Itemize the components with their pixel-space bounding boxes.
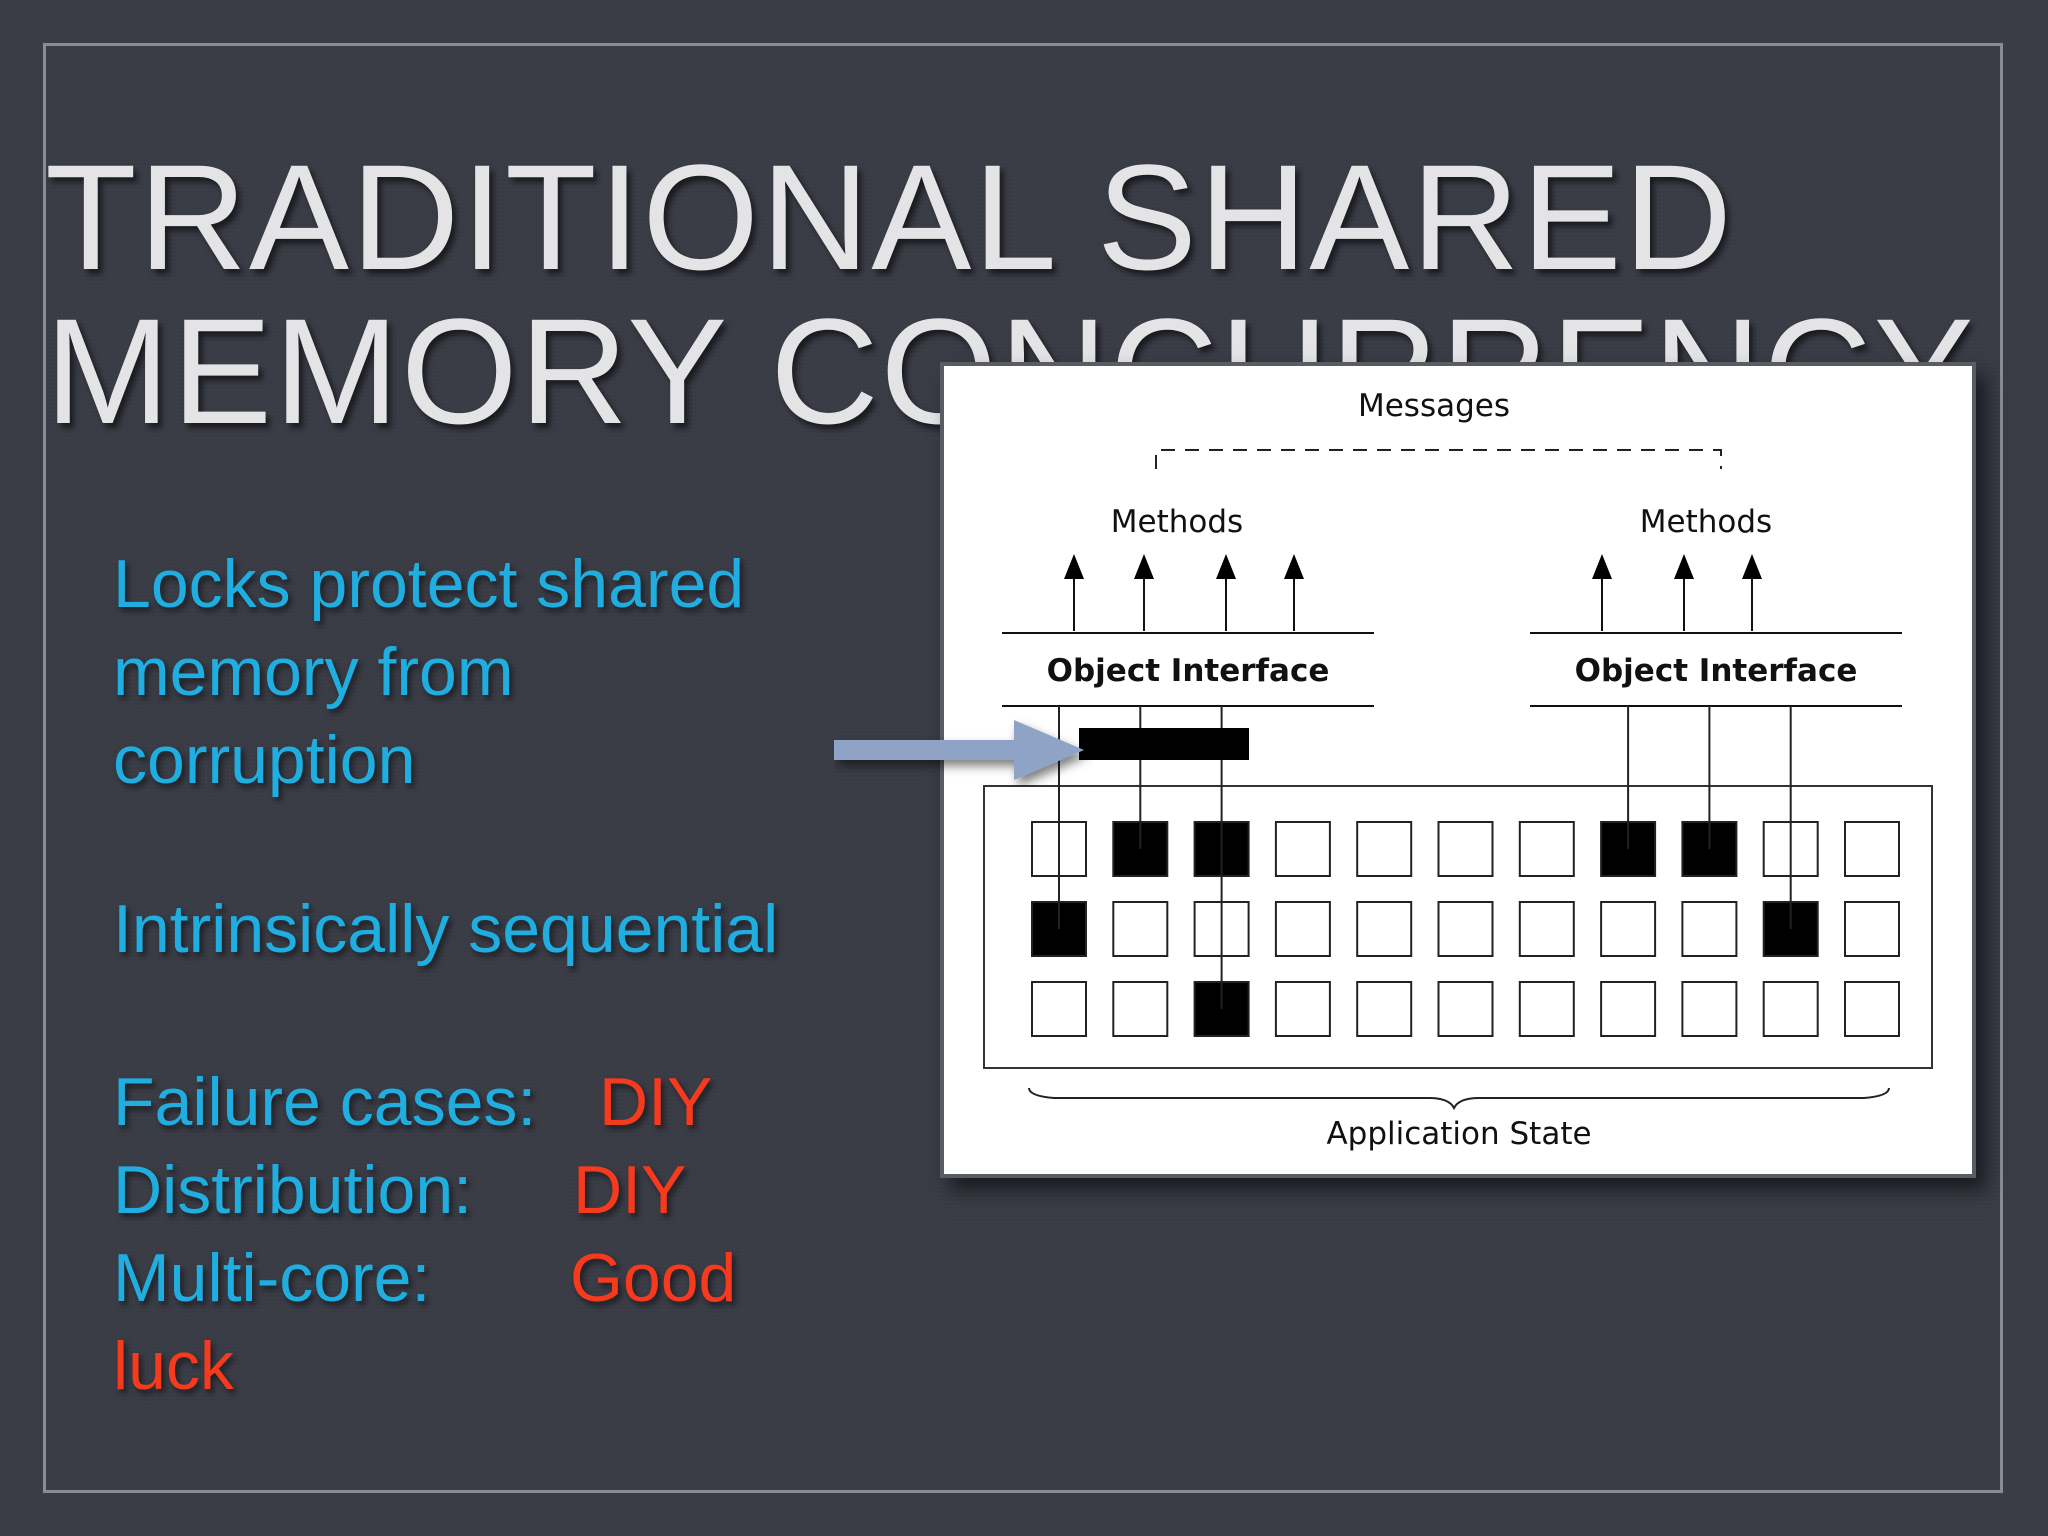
lock-bar [1079,728,1249,760]
point-locks-line-2: memory from [113,634,514,710]
diagram-canvas: Messages Methods Methods Object Interfac… [983,388,1933,1152]
left-methods-label: Methods [1111,504,1243,540]
object-diagram: Messages Methods Methods Object Interfac… [940,362,1976,1178]
state-cell [1844,981,1900,1037]
state-cell [1762,981,1819,1037]
status-label-distribution: Distribution: [113,1152,473,1228]
title-line-1: TRADITIONAL SHARED [45,133,1735,301]
pointer-arrow-shape [834,720,1084,780]
method-arrow-head [1742,554,1762,579]
status-row-failure: Failure cases: DIY [113,1058,712,1146]
state-cell [1681,981,1738,1037]
left-interface-label: Object Interface [1047,653,1330,689]
messages-label: Messages [1358,388,1510,424]
state-cell [1518,821,1575,877]
status-row-distribution: Distribution: DIY [113,1146,686,1234]
method-arrow-head [1216,554,1236,579]
state-cell [1437,821,1494,877]
point-locks-line-3: corruption [113,722,416,798]
status-tail: luck [113,1328,234,1404]
application-state-box [983,785,1933,1069]
status-value-multicore: Good [570,1240,737,1316]
status-label-failure: Failure cases: [113,1064,537,1140]
state-cell [1681,901,1738,957]
application-state-label: Application State [1326,1116,1591,1152]
left-method-arrows [1064,554,1304,631]
status-list: Failure cases: DIY Distribution: DIY Mul… [113,1058,736,1410]
right-interface-label: Object Interface [1575,653,1858,689]
state-cell [1356,981,1413,1037]
state-cell [1356,901,1413,957]
state-cell [1600,981,1657,1037]
method-arrow-head [1592,554,1612,579]
state-cell [1356,821,1413,877]
status-value-distribution: DIY [573,1152,687,1228]
point-locks-line-1: Locks protect shared [113,546,745,622]
method-arrow-head [1134,554,1154,579]
state-cell [1518,901,1575,957]
state-cell [1844,901,1900,957]
state-cell [1274,901,1331,957]
status-value-failure: DIY [599,1064,713,1140]
status-label-multicore: Multi-core: [113,1240,431,1316]
state-cell [1844,821,1900,877]
point-locks: Locks protect shared memory from corrupt… [113,540,744,804]
state-cell [1518,981,1575,1037]
method-arrow-head [1284,554,1304,579]
right-method-arrows [1592,554,1762,631]
right-methods-label: Methods [1640,504,1772,540]
state-cell [1031,981,1087,1037]
state-cell [1437,981,1494,1037]
application-state-grid [1031,821,1900,1037]
state-cell [1600,901,1657,957]
state-brace [1028,1087,1890,1111]
messages-dashed-link [1155,449,1722,469]
method-arrow-head [1674,554,1694,579]
lock-pointer-arrow [834,720,1084,780]
slide-frame [43,43,2003,1493]
state-cell [1112,981,1169,1037]
state-cell [1274,981,1331,1037]
method-arrow-head [1064,554,1084,579]
state-cell [1112,901,1169,957]
state-cell [1437,901,1494,957]
point-sequential: Intrinsically sequential [113,891,779,967]
state-cell [1274,821,1331,877]
status-row-multicore: Multi-core: Good [113,1234,736,1322]
